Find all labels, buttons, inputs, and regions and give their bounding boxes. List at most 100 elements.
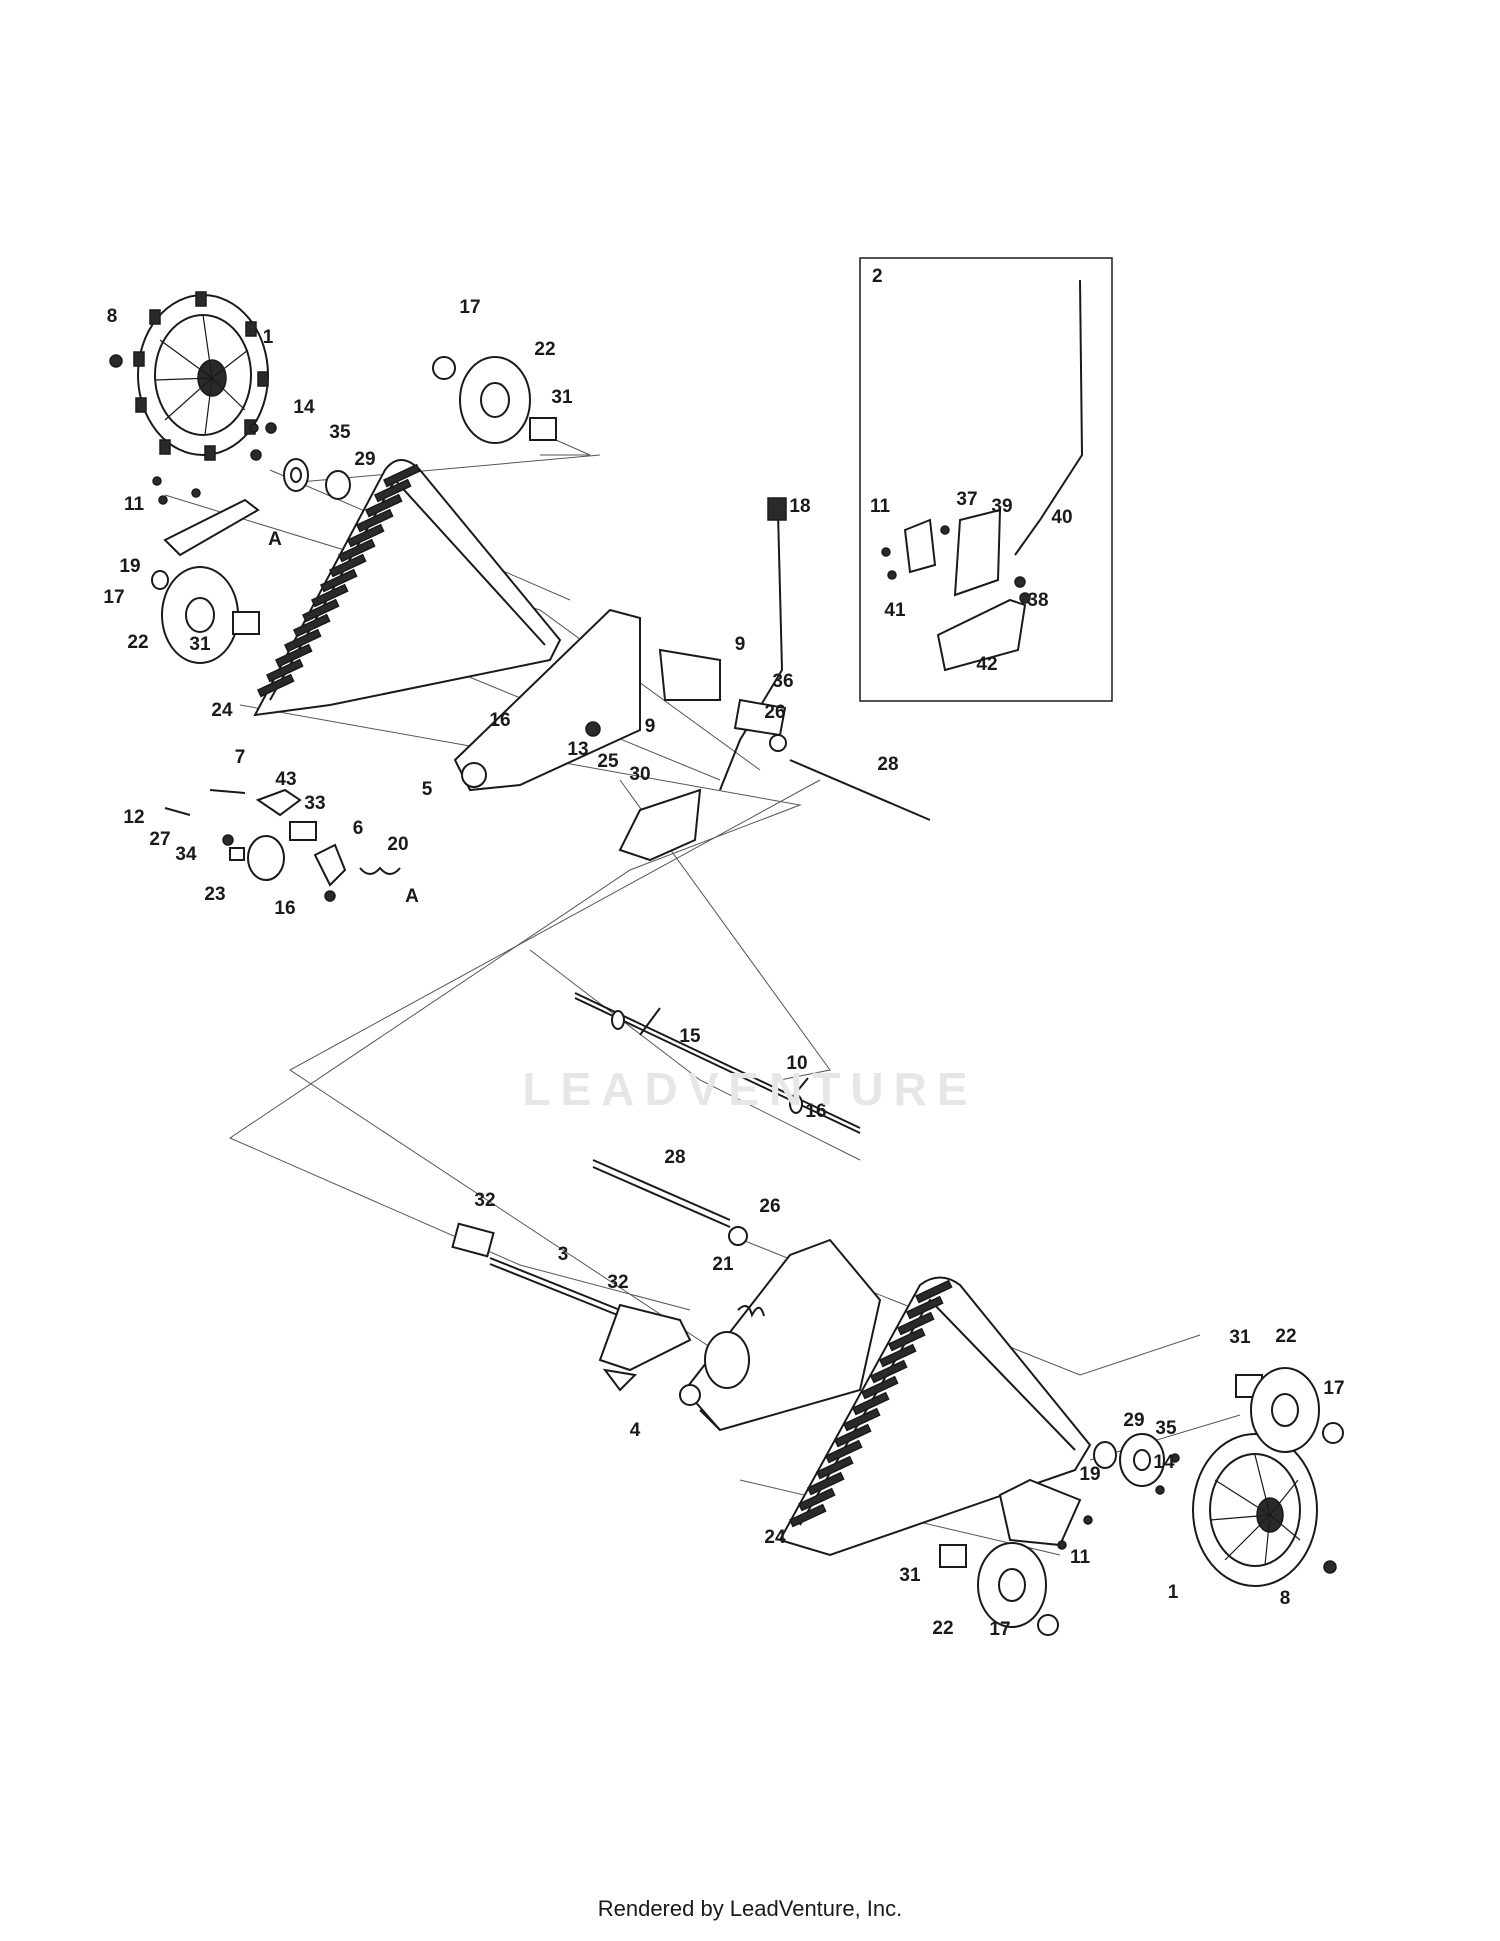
track-tread xyxy=(861,1375,899,1400)
track-tread xyxy=(383,463,421,488)
callout-11: 11 xyxy=(124,494,145,515)
callout-17: 17 xyxy=(459,297,480,318)
callout-5: 5 xyxy=(422,779,433,800)
callout-14: 14 xyxy=(1153,1452,1175,1473)
callout-12: 12 xyxy=(123,807,144,828)
callout-28: 28 xyxy=(664,1147,685,1168)
callout-29: 29 xyxy=(1123,1410,1144,1431)
callout-16: 16 xyxy=(805,1101,826,1122)
hardware-upper xyxy=(109,354,351,590)
callout-22: 22 xyxy=(127,632,148,653)
callout-31: 31 xyxy=(899,1565,921,1586)
callout-22: 22 xyxy=(932,1618,953,1639)
track-tread xyxy=(843,1407,881,1432)
track-tread xyxy=(320,568,358,593)
callout-35: 35 xyxy=(329,422,351,443)
track-tread xyxy=(852,1391,890,1416)
track-tread xyxy=(284,628,322,653)
track-tread xyxy=(329,553,367,578)
callout-27: 27 xyxy=(149,829,170,850)
callout-24: 24 xyxy=(211,700,233,721)
track-tread xyxy=(879,1343,917,1368)
shaft-3-lower xyxy=(451,1222,692,1392)
callout-40: 40 xyxy=(1051,507,1072,528)
callout-19: 19 xyxy=(119,556,140,577)
callout-39: 39 xyxy=(991,496,1012,517)
callout-31: 31 xyxy=(1229,1327,1251,1348)
callout-22: 22 xyxy=(1275,1326,1296,1347)
callout-16: 16 xyxy=(274,898,295,919)
callout-10: 10 xyxy=(786,1053,807,1074)
track-tread xyxy=(870,1359,908,1384)
track-tread xyxy=(888,1327,926,1352)
callout-7: 7 xyxy=(235,747,246,768)
axle-28-upper xyxy=(769,734,931,821)
track-tread xyxy=(302,598,340,623)
callout-17: 17 xyxy=(103,587,124,608)
inset-label: 2 xyxy=(872,266,883,287)
callout-32: 32 xyxy=(607,1272,628,1293)
callout-4: 4 xyxy=(630,1420,641,1441)
callout-6: 6 xyxy=(353,818,364,839)
drive-sprocket-upper xyxy=(133,291,269,461)
track-tread xyxy=(275,643,313,668)
callout-14: 14 xyxy=(293,397,315,418)
callout-42: 42 xyxy=(976,654,997,675)
idler-wheel-lower-right xyxy=(1235,1367,1344,1453)
callout-26: 26 xyxy=(764,702,785,723)
footer-credit: Rendered by LeadVenture, Inc. xyxy=(597,1896,903,1921)
track-tread xyxy=(374,478,412,503)
callout-36: 36 xyxy=(772,671,793,692)
callout-30: 30 xyxy=(629,764,650,785)
track-tread xyxy=(834,1423,872,1448)
frame-plate-lower xyxy=(679,1238,882,1432)
idler-wheel-upper-left xyxy=(161,566,260,664)
track-tread xyxy=(266,658,304,683)
track-lower xyxy=(778,1276,1092,1557)
kit-2-inset-box xyxy=(859,257,1113,702)
callout-9: 9 xyxy=(735,634,746,655)
callout-33: 33 xyxy=(304,793,325,814)
track-tread xyxy=(347,523,385,548)
callout-35: 35 xyxy=(1155,1418,1177,1439)
linkage-parts-upper xyxy=(164,788,401,902)
callout-31: 31 xyxy=(551,387,573,408)
callout-29: 29 xyxy=(354,449,375,470)
callout-24: 24 xyxy=(764,1527,786,1548)
callout-22: 22 xyxy=(534,339,555,360)
track-tread xyxy=(798,1487,836,1512)
callout-21: 21 xyxy=(712,1254,734,1275)
callout-26: 26 xyxy=(759,1196,780,1217)
callout-11: 11 xyxy=(1070,1547,1091,1568)
callout-8: 8 xyxy=(1280,1588,1291,1609)
track-tread xyxy=(311,583,349,608)
callout-3: 3 xyxy=(558,1244,569,1265)
callout-A: A xyxy=(268,529,282,550)
drive-sprocket-lower xyxy=(1192,1433,1337,1587)
callout-A: A xyxy=(405,886,419,907)
track-tread xyxy=(293,613,331,638)
track-tread xyxy=(338,538,376,563)
callout-1: 1 xyxy=(1168,1582,1179,1603)
watermark: LEADVENTURE xyxy=(522,1063,978,1115)
track-tread xyxy=(906,1295,944,1320)
track-tread xyxy=(816,1455,854,1480)
callout-31: 31 xyxy=(189,634,211,655)
axle-28-lower xyxy=(592,1159,748,1246)
callout-43: 43 xyxy=(275,769,296,790)
callout-38: 38 xyxy=(1027,590,1048,611)
callout-17: 17 xyxy=(989,1619,1010,1640)
callout-25: 25 xyxy=(597,751,619,772)
callout-8: 8 xyxy=(107,306,118,327)
frame-plate-upper xyxy=(453,608,721,792)
callout-32: 32 xyxy=(474,1190,495,1211)
track-tread xyxy=(257,673,295,698)
callout-19: 19 xyxy=(1079,1464,1100,1485)
callout-41: 41 xyxy=(884,600,906,621)
callout-16: 16 xyxy=(489,710,510,731)
callout-18: 18 xyxy=(789,496,810,517)
track-tread xyxy=(915,1279,953,1304)
callout-17: 17 xyxy=(1323,1378,1344,1399)
callout-28: 28 xyxy=(877,754,898,775)
